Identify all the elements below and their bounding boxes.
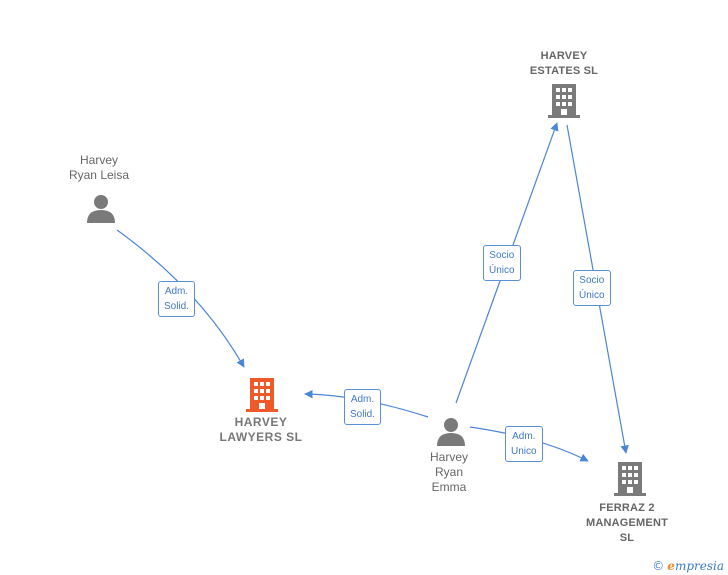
copyright-icon: © [652,559,665,573]
person-icon[interactable] [87,195,115,223]
edge-label-emma-to-lawyers: Adm. Solid. [344,389,382,425]
building-icon[interactable] [614,462,646,496]
person-icon[interactable] [437,418,465,446]
brand-name: mpresia [674,559,724,573]
brand-logo[interactable]: ©empresia [652,559,724,573]
node-label-harvey-ryan-emma[interactable]: Harvey Ryan Emma [429,450,468,494]
node-label-harvey-lawyers[interactable]: HARVEY LAWYERS SL [219,415,303,444]
building-icon[interactable] [548,84,580,118]
edge-label-estates-to-ferraz: Socio Único [573,270,611,306]
edge-label-emma-to-ferraz: Adm. Unico [505,426,543,462]
edge-label-emma-to-estates: Socio Único [483,245,521,281]
brand-initial: e [667,559,675,573]
node-label-ferraz-2[interactable]: FERRAZ 2 MANAGEMENT SL [585,502,669,544]
edge-label-leisa-to-lawyers: Adm. Solid. [158,281,196,317]
building-icon-highlight[interactable] [246,378,278,412]
node-label-harvey-ryan-leisa[interactable]: Harvey Ryan Leisa [68,153,130,182]
node-label-harvey-estates[interactable]: HARVEY ESTATES SL [529,50,599,77]
